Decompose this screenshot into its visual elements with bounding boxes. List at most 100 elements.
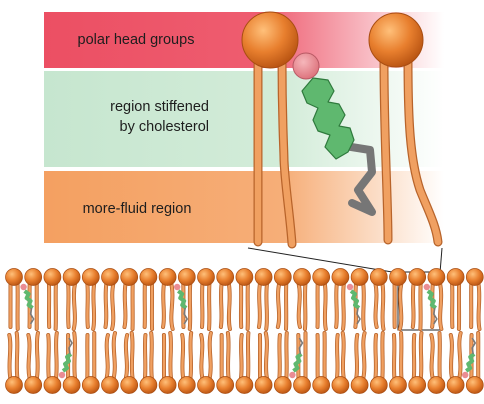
bilayer-cholesterol-head [174,283,181,291]
bilayer-tail [398,281,403,331]
bilayer-head [273,268,292,286]
bilayer-cholesterol [58,337,73,379]
bilayer-cholesterol-tail [29,307,35,325]
bilayer-tail [477,281,481,331]
bilayer-tail [341,281,346,331]
bilayer-cholesterol-rings [61,352,73,373]
bilayer-tail [130,331,134,381]
bilayer-tail [27,333,31,381]
bilayer-tail [374,333,378,381]
bilayer-tail [278,333,282,381]
bilayer-tail [199,333,204,381]
bilayer-head [81,376,100,394]
bilayer-head [465,268,484,286]
label-fluid-region: more-fluid region [83,201,192,217]
bilayer-cholesterol [346,283,361,325]
bilayer-tail [208,331,213,381]
bilayer-head [81,268,100,286]
bilayer-cholesterol-head [20,283,27,291]
bilayer-tail [411,281,415,329]
bilayer-cholesterol-head [346,283,354,291]
bilayer-tail [392,333,396,381]
bilayer-head [177,268,196,286]
bilayer-head [62,376,81,394]
phospholipid-icon [241,11,299,249]
bilayer-cholesterol-rings [177,289,188,310]
bilayer-cholesterol-tail [183,307,189,325]
bilayer-head [350,268,369,286]
bilayer-tail [66,281,70,329]
bilayer-head [139,268,158,286]
bilayer-tail [361,331,366,381]
bilayer-cholesterol-rings [23,289,34,310]
bilayer-tail [257,281,262,329]
bilayer-tail [323,281,327,331]
bilayer-tail [72,281,77,331]
bilayer-tail [123,281,127,329]
bilayer-head [177,376,196,394]
phospholipid-icon [368,12,443,247]
label-stiffened-line2: by cholesterol [120,119,209,135]
fatty-acid-tail [380,56,392,244]
fatty-acid-tail [278,56,296,248]
bilayer-tail [169,331,173,381]
bilayer-tail [180,333,185,381]
bilayer-tail [124,333,129,381]
bilayer-head [427,376,446,394]
bilayer-cholesterol-rings [349,289,361,310]
bilayer-tail [189,331,193,381]
bilayer-head [312,268,331,286]
bilayer-head [273,376,292,394]
bilayer-cholesterol [462,337,477,379]
fluid-band [44,171,444,243]
polar-head [241,11,299,69]
bilayer-head [120,376,139,394]
bilayer-head [465,376,484,394]
bilayer-tail [412,333,416,381]
bilayer-tail [92,281,96,331]
bilayer-tail [297,281,302,329]
bilayer-cholesterol-head [58,371,66,379]
bilayer-tail [438,281,443,331]
bilayer-head [446,268,465,286]
bilayer-tail [276,281,281,329]
steroid-rings [301,77,355,160]
bilayer-tail [35,331,40,381]
bilayer-tail [419,331,423,381]
bilayer-head [120,268,139,286]
fatty-acid-tail [404,56,442,246]
bilayer-head [389,376,407,394]
cholesterol-head [292,52,320,80]
bilayer-head [312,376,331,394]
bilayer-tail [239,333,243,381]
bilayer-tail [110,281,115,331]
lipid-bilayer [5,268,484,394]
bilayer-tail [430,333,435,381]
bilayer-cholesterol-tail [432,307,438,325]
bilayer-tail [47,333,51,381]
bilayer-head [408,268,427,286]
bilayer-cholesterol [174,283,189,325]
bilayer-tail [143,333,147,381]
label-polar-head-groups: polar head groups [78,32,195,48]
bilayer-tail [105,333,110,381]
bilayer-head [24,376,43,394]
bilayer-cholesterol-tail [356,307,361,325]
bilayer-cholesterol-head [462,371,469,379]
bilayer-cholesterol-rings [292,352,303,373]
bilayer-head [254,376,273,394]
bilayer-head [369,376,388,394]
bilayer-head [5,268,23,286]
bilayer-head [331,376,350,394]
bilayer-cholesterol [423,283,438,325]
bilayer-tail [188,281,192,331]
cholesterol-icon [292,52,376,216]
cholesterol-tail [341,142,376,216]
bilayer-cholesterol-rings [426,289,437,310]
label-stiffened-line1: region stiffened [110,99,209,115]
bilayer-cholesterol-tail [68,337,73,355]
bilayer-cholesterol-rings [465,352,476,373]
bilayer-head [101,268,119,286]
bilayer-cholesterol-head [423,283,430,291]
